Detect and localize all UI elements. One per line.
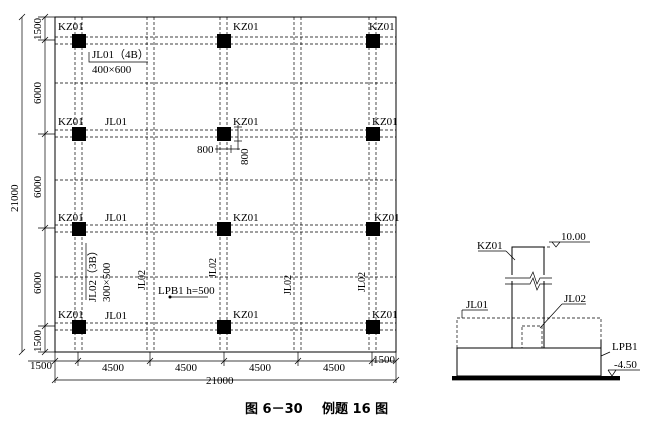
columns bbox=[72, 34, 380, 334]
column-labels: KZ01 KZ01 KZ01 KZ01 KZ01 KZ01 KZ01 KZ01 … bbox=[58, 21, 400, 321]
dim-bottom: 1500 bbox=[30, 360, 53, 372]
column bbox=[217, 127, 231, 141]
column-label: KZ01 bbox=[58, 21, 84, 33]
column bbox=[72, 222, 86, 236]
beam-label: JL01 bbox=[105, 212, 127, 224]
dim-total-bottom: 21000 bbox=[206, 375, 234, 387]
section-view: KZ01 10.00 JL01 JL02 LPB1 -4.50 bbox=[452, 231, 640, 381]
column bbox=[217, 222, 231, 236]
jl02-size-label: 300×500 bbox=[101, 262, 113, 302]
bottom-dimensions: 1500 4500 4500 4500 4500 1500 21000 bbox=[28, 352, 400, 387]
column-label: KZ01 bbox=[58, 309, 84, 321]
dim-bottom: 4500 bbox=[102, 362, 125, 374]
jl01-labels: JL01 JL01 JL01 bbox=[105, 116, 127, 322]
caption-figure-number: 图 6－30 bbox=[245, 402, 303, 417]
column-label: KZ01 bbox=[233, 212, 259, 224]
column-label: KZ01 bbox=[372, 309, 398, 321]
column bbox=[366, 320, 380, 334]
beam-label: JL01 bbox=[105, 310, 127, 322]
column bbox=[366, 127, 380, 141]
dim-left: 1500 bbox=[32, 18, 44, 41]
section-beam2-label: JL02 bbox=[564, 293, 586, 305]
column bbox=[72, 320, 86, 334]
column-label: KZ01 bbox=[233, 309, 259, 321]
section-column-label: KZ01 bbox=[477, 240, 503, 252]
dim-left: 6000 bbox=[32, 82, 44, 105]
dim-bottom: 4500 bbox=[249, 362, 272, 374]
dim-bottom: 4500 bbox=[175, 362, 198, 374]
section-column bbox=[511, 246, 545, 349]
slab-label: LPB1 h=500 bbox=[158, 285, 215, 297]
jl02-callout: JL02（3B） 300×500 bbox=[85, 243, 113, 302]
beam-label: JL02 bbox=[208, 258, 219, 278]
column-label: KZ01 bbox=[58, 212, 84, 224]
column bbox=[366, 222, 380, 236]
column bbox=[217, 34, 231, 48]
column-label: KZ01 bbox=[369, 21, 395, 33]
dim-left: 6000 bbox=[32, 176, 44, 199]
jl02-callout-label: JL02（3B） bbox=[86, 245, 99, 302]
column bbox=[366, 34, 380, 48]
slab-callout: LPB1 h=500 bbox=[158, 285, 215, 299]
dim-bottom: 1500 bbox=[373, 354, 396, 366]
beams-vertical bbox=[74, 17, 377, 352]
plan-outline bbox=[54, 16, 397, 353]
beam-label: JL02 bbox=[283, 275, 294, 295]
column-label: KZ01 bbox=[233, 116, 259, 128]
ground-hatch bbox=[452, 376, 620, 380]
dim-left: 6000 bbox=[32, 272, 44, 295]
jl01-callout-label: JL01（4B） bbox=[92, 48, 149, 61]
column-label: KZ01 bbox=[372, 116, 398, 128]
column-label: KZ01 bbox=[58, 116, 84, 128]
elevation-top: 10.00 bbox=[549, 231, 590, 248]
section-slab bbox=[456, 347, 602, 377]
column-label: KZ01 bbox=[374, 212, 400, 224]
dim-bottom: 4500 bbox=[323, 362, 346, 374]
jl02-labels: JL02 JL02 JL02 JL02 bbox=[137, 258, 368, 295]
section-beam1-label: JL01 bbox=[466, 299, 488, 311]
column-width-dim: 800 bbox=[197, 144, 214, 156]
beam-label: JL02 bbox=[137, 270, 148, 290]
section-slab-label: LPB1 bbox=[612, 341, 638, 353]
column bbox=[72, 127, 86, 141]
jl01-callout: JL01（4B） 400×600 bbox=[88, 48, 149, 76]
left-dimensions: 1500 6000 6000 6000 1500 21000 bbox=[9, 13, 55, 356]
plan-view: KZ01 KZ01 KZ01 KZ01 KZ01 KZ01 KZ01 KZ01 … bbox=[9, 13, 400, 387]
dim-total-left: 21000 bbox=[9, 184, 21, 212]
elevation-top-label: 10.00 bbox=[561, 231, 586, 243]
caption-title: 例题 16 图 bbox=[322, 401, 388, 417]
column bbox=[217, 320, 231, 334]
column-depth-dim: 800 bbox=[239, 148, 251, 165]
dim-left: 1500 bbox=[32, 330, 44, 353]
elevation-bottom: -4.50 bbox=[607, 359, 640, 377]
column bbox=[72, 34, 86, 48]
figure-caption: 图 6－30 例题 16 图 bbox=[245, 401, 388, 417]
column-label: KZ01 bbox=[233, 21, 259, 33]
column-size-dimension: 800 800 bbox=[197, 125, 251, 165]
beam-label: JL02 bbox=[357, 272, 368, 292]
jl01-size-label: 400×600 bbox=[92, 64, 132, 76]
elevation-bottom-label: -4.50 bbox=[614, 359, 637, 371]
beam-label: JL01 bbox=[105, 116, 127, 128]
